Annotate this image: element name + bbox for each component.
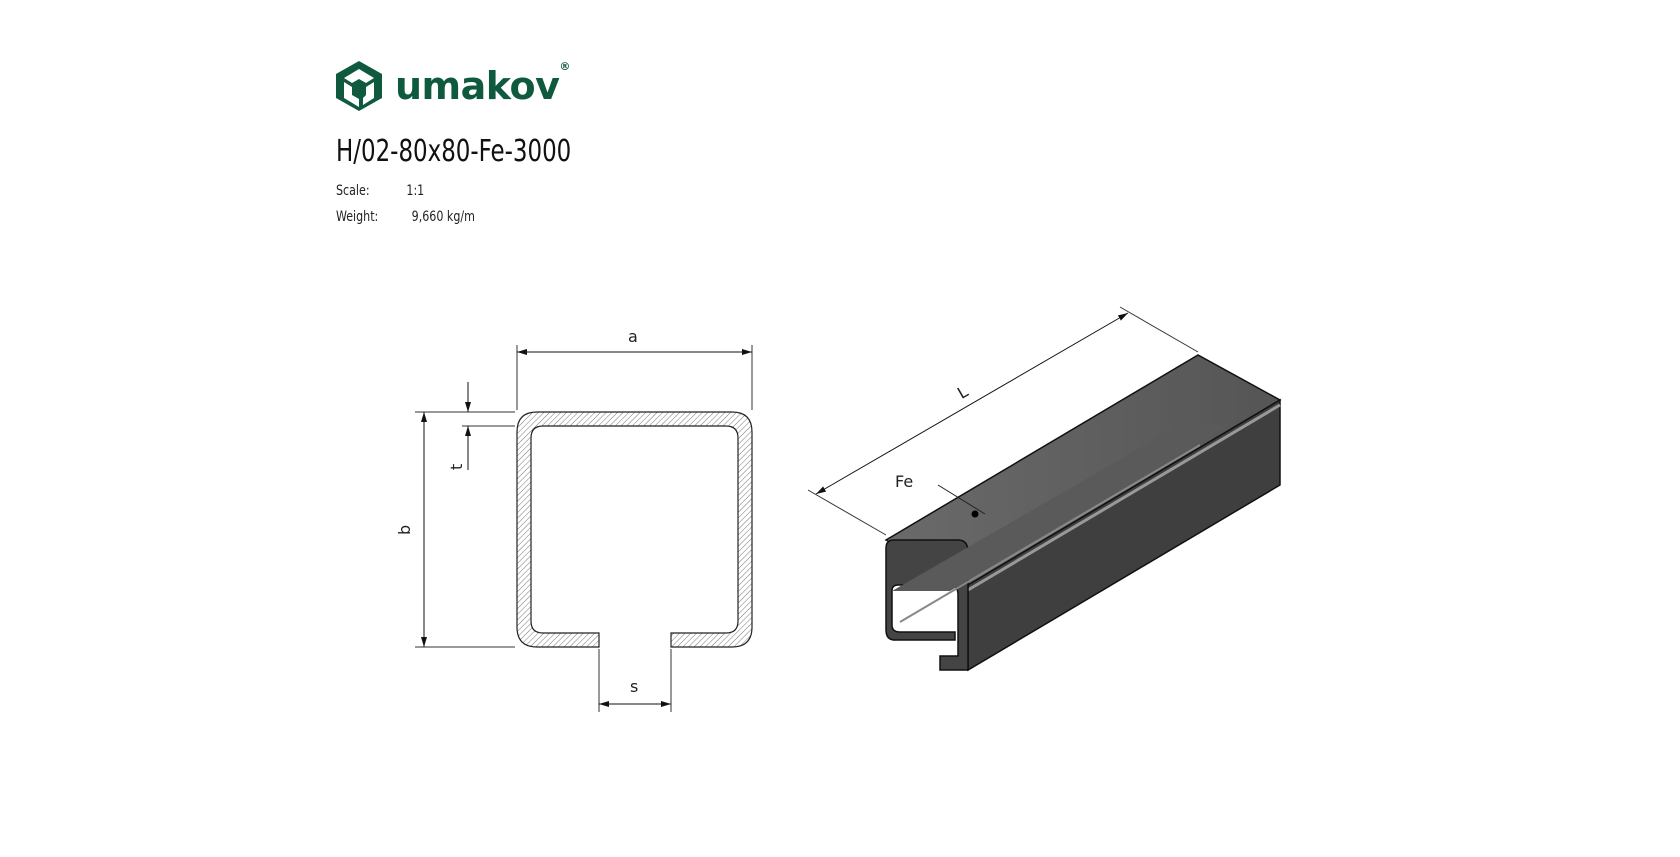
product-code: H/02-80x80-Fe-3000 bbox=[336, 134, 572, 169]
dim-b-label: b bbox=[395, 525, 414, 535]
dim-t-label: t bbox=[447, 464, 466, 470]
isometric-profile bbox=[884, 354, 1282, 672]
weight-value: 9,660 kg/m bbox=[411, 209, 475, 225]
dim-L-label: L bbox=[954, 382, 971, 403]
brand-logo: umakov® bbox=[333, 60, 570, 112]
cross-section: a b t s bbox=[395, 327, 753, 712]
scale-row: Scale: 1:1 bbox=[336, 183, 424, 199]
dim-a-label: a bbox=[628, 327, 638, 346]
material-callout: Fe bbox=[895, 472, 986, 518]
brand-name: umakov® bbox=[395, 60, 570, 108]
logo-hexagon-icon bbox=[336, 61, 382, 111]
weight-label: Weight: bbox=[336, 209, 379, 225]
dim-s-label: s bbox=[630, 677, 638, 696]
weight-row: Weight: 9,660 kg/m bbox=[336, 209, 475, 225]
material-label: Fe bbox=[895, 472, 913, 491]
scale-value: 1:1 bbox=[406, 183, 425, 199]
scale-label: Scale: bbox=[336, 183, 370, 199]
